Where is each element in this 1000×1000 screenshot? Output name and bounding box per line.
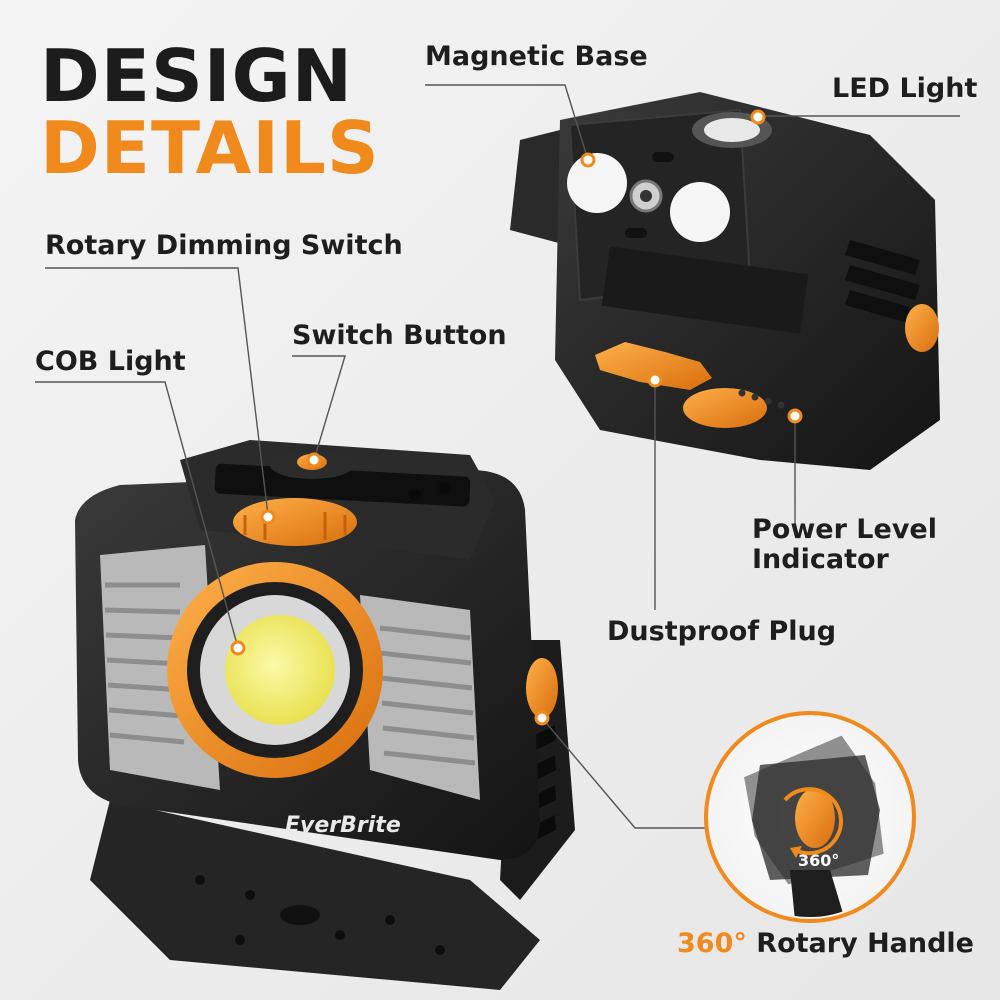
leader-magnetic-base bbox=[425, 84, 589, 161]
rotary-handle-text: Rotary Handle bbox=[756, 928, 974, 959]
label-switch-button: Switch Button bbox=[292, 320, 507, 351]
label-dustproof-plug: Dustproof Plug bbox=[607, 616, 837, 647]
slot-bottom bbox=[625, 228, 647, 238]
leader-rotary-handle bbox=[541, 717, 715, 829]
leader-cob-light bbox=[35, 381, 239, 649]
dustproof-plug bbox=[595, 342, 712, 390]
leader-switch-button bbox=[292, 355, 346, 461]
label-power-level-indicator: Power Level Indicator bbox=[752, 514, 937, 576]
top-unit-vents bbox=[845, 240, 920, 325]
callout-dots bbox=[230, 109, 803, 726]
rotate-arrow-icon bbox=[783, 787, 843, 856]
heading-line-2: DETAILS bbox=[40, 106, 380, 190]
base-center-knob bbox=[280, 905, 320, 925]
cob-light bbox=[225, 615, 335, 725]
label-cob-light: COB Light bbox=[35, 346, 186, 377]
heading-line-1: DESIGN bbox=[40, 34, 353, 118]
magnet-left bbox=[567, 153, 627, 213]
leader-rotary-dimming bbox=[45, 267, 269, 516]
led-lens bbox=[704, 118, 760, 142]
top-grip-hole-2 bbox=[439, 482, 451, 494]
top-grip-slot bbox=[214, 463, 471, 507]
label-rotary-handle: 360° Rotary Handle bbox=[677, 928, 974, 959]
top-unit-dial bbox=[683, 388, 767, 428]
rotary-handle-inset: 360° bbox=[704, 711, 916, 923]
label-led-light: LED Light bbox=[832, 73, 978, 104]
label-rotary-dimming-switch: Rotary Dimming Switch bbox=[45, 230, 403, 261]
leader-lines bbox=[35, 84, 960, 829]
label-magnetic-base: Magnetic Base bbox=[425, 41, 648, 72]
heatsink-right-fins bbox=[379, 625, 476, 766]
rotary-dimming-switch bbox=[233, 498, 357, 546]
rotary-handle-angle: 360° bbox=[677, 928, 747, 959]
base-holes bbox=[195, 875, 445, 955]
top-unit-side-knob bbox=[905, 304, 939, 352]
handle-knob bbox=[526, 658, 558, 718]
heatsink-right bbox=[360, 595, 480, 800]
spec-label bbox=[601, 246, 809, 334]
inset-angle-label: 360° bbox=[798, 851, 839, 870]
magnet-right bbox=[670, 182, 730, 242]
base-plate bbox=[90, 800, 540, 990]
top-unit bbox=[510, 92, 940, 470]
brand-logo: EverBrite bbox=[285, 813, 401, 838]
front-unit: EverBrite bbox=[75, 440, 575, 990]
tripod-socket-hole bbox=[640, 190, 652, 202]
top-grip-hole-1 bbox=[409, 489, 421, 501]
slot-top bbox=[652, 152, 674, 162]
